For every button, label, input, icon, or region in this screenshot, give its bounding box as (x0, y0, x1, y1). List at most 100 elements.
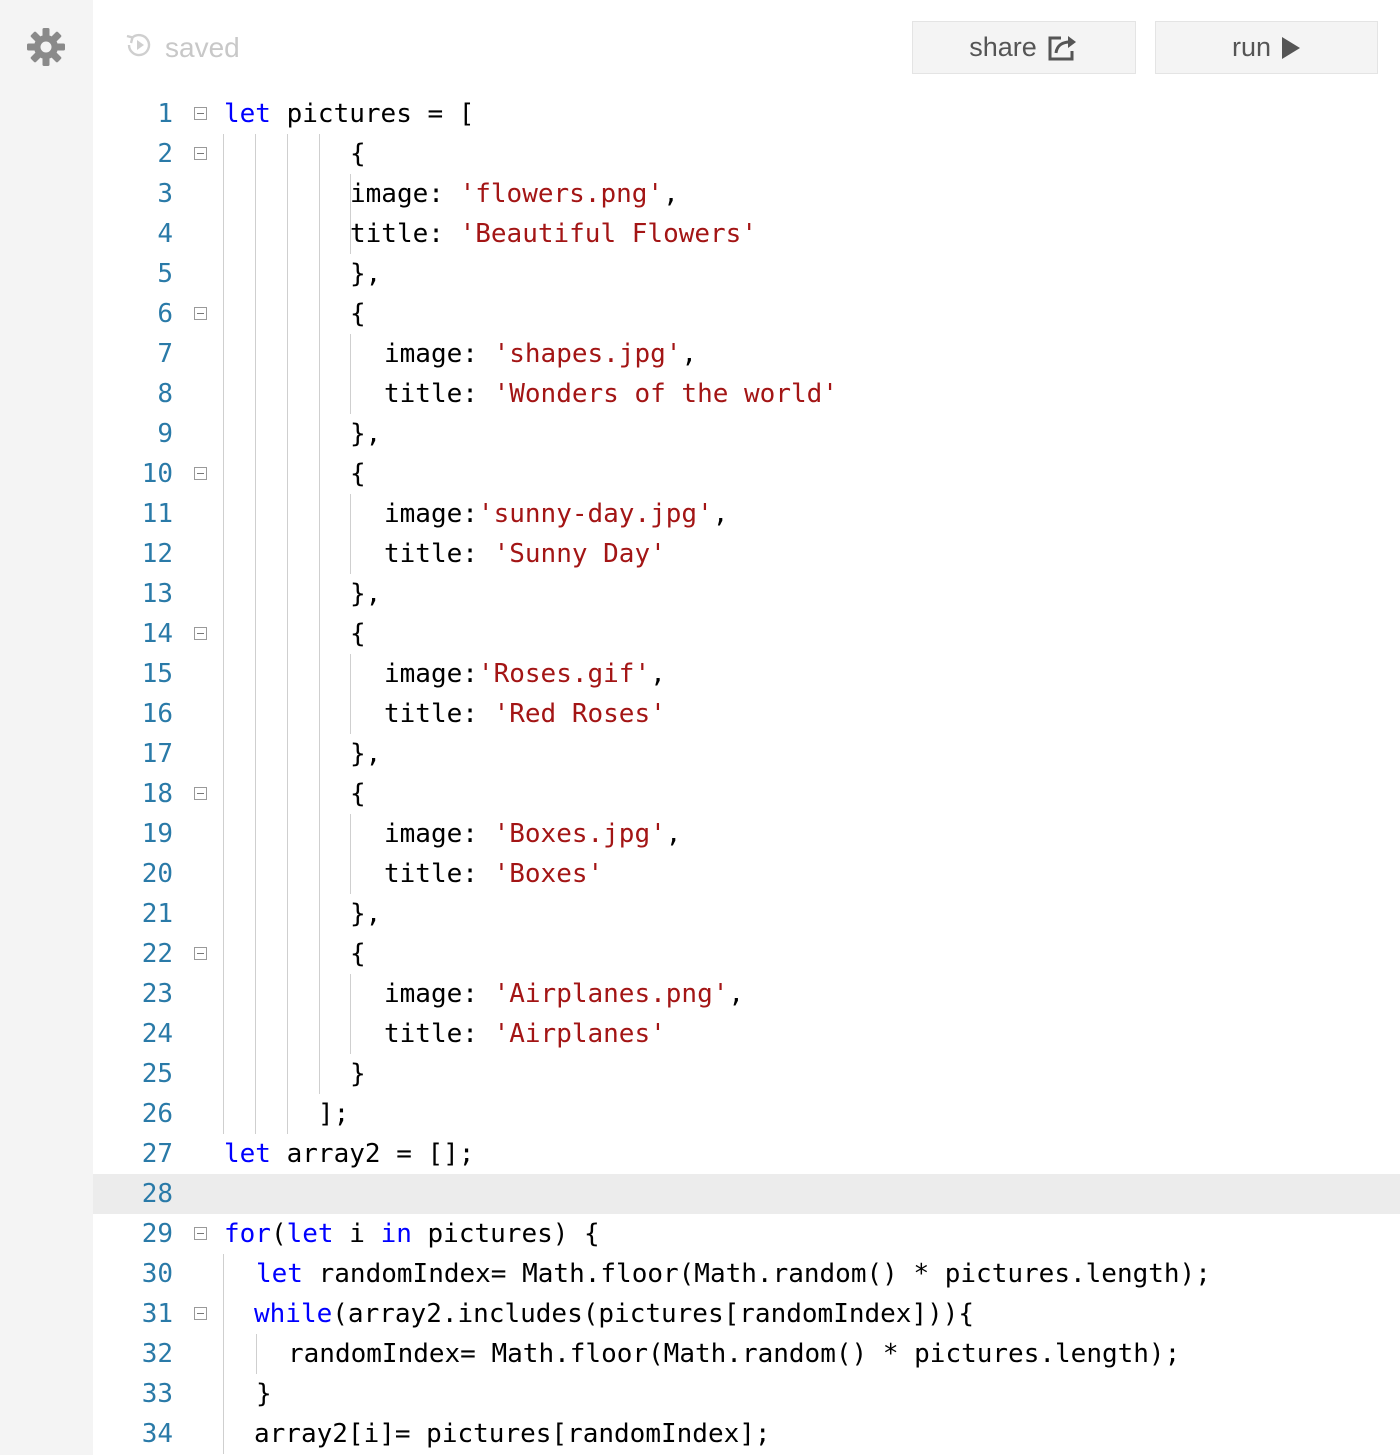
fold-toggle-icon[interactable] (194, 467, 207, 480)
toolbar: saved share run (93, 0, 1400, 96)
gear-icon[interactable] (26, 27, 66, 67)
fold-toggle-icon[interactable] (194, 1307, 207, 1320)
string-token: 'Boxes.jpg' (493, 819, 666, 849)
code-token: (array2.includes(pictures[randomIndex]))… (332, 1299, 975, 1329)
string-token: 'Wonders of the world' (493, 379, 838, 409)
code-token: title: (384, 539, 494, 569)
code-token: { (350, 139, 366, 169)
string-token: 'sunny-day.jpg' (477, 499, 713, 529)
code-line[interactable]: 5}, (93, 254, 1400, 294)
code-line[interactable]: 18{ (93, 774, 1400, 814)
fold-toggle-icon[interactable] (194, 147, 207, 160)
run-button-label: run (1231, 32, 1272, 62)
string-token: 'flowers.png' (459, 179, 664, 209)
line-number: 19 (141, 819, 173, 849)
code-line[interactable]: 28 (93, 1174, 1400, 1214)
line-number: 6 (157, 299, 173, 329)
run-button[interactable]: run (1155, 21, 1378, 74)
fold-toggle-icon[interactable] (194, 1227, 207, 1240)
fold-toggle-icon[interactable] (194, 107, 207, 120)
code-line[interactable]: 1 let pictures = [ (93, 94, 1400, 134)
indent-guide (256, 1334, 257, 1374)
code-line[interactable]: 19 image: 'Boxes.jpg', (93, 814, 1400, 854)
line-number: 7 (157, 339, 173, 369)
code-line[interactable]: 2{ (93, 134, 1400, 174)
code-text: { (350, 774, 366, 814)
code-line[interactable]: 14{ (93, 614, 1400, 654)
code-token: { (350, 299, 366, 329)
code-line[interactable]: 17}, (93, 734, 1400, 774)
indent-guide (350, 174, 351, 254)
code-text: while(array2.includes(pictures[randomInd… (254, 1294, 974, 1334)
code-line[interactable]: 26]; (93, 1094, 1400, 1134)
line-number: 25 (141, 1059, 173, 1089)
indent-guide (255, 134, 256, 1134)
code-line[interactable]: 22{ (93, 934, 1400, 974)
keyword-token: let (256, 1259, 303, 1289)
code-token: image: (384, 659, 478, 689)
code-token: image: (384, 819, 494, 849)
fold-toggle-icon[interactable] (194, 947, 207, 960)
indent-guide (350, 494, 351, 574)
code-text: array2[i]= pictures[randomIndex]; (254, 1414, 771, 1454)
line-number: 1 (157, 99, 173, 129)
code-text: for(let i in pictures) { (224, 1214, 600, 1254)
code-line[interactable]: 33} (93, 1374, 1400, 1414)
code-line[interactable]: 21}, (93, 894, 1400, 934)
keyword-token: let (224, 99, 271, 129)
code-line[interactable]: 25} (93, 1054, 1400, 1094)
code-token: }, (350, 899, 382, 929)
code-text: }, (350, 894, 381, 934)
line-number: 17 (141, 739, 173, 769)
code-line[interactable]: 6{ (93, 294, 1400, 334)
code-token: { (350, 939, 366, 969)
line-number: 26 (141, 1099, 173, 1129)
code-token: } (256, 1379, 272, 1409)
indent-guide (287, 134, 288, 1134)
code-line[interactable]: 10{ (93, 454, 1400, 494)
code-line[interactable]: 9}, (93, 414, 1400, 454)
code-text: let pictures = [ (224, 94, 474, 134)
code-text: image: 'Boxes.jpg', (384, 814, 681, 854)
line-number: 21 (141, 899, 173, 929)
fold-toggle-icon[interactable] (194, 787, 207, 800)
code-token: , (663, 179, 679, 209)
share-button[interactable]: share (912, 21, 1136, 74)
line-number: 8 (157, 379, 173, 409)
code-line[interactable]: 13}, (93, 574, 1400, 614)
code-token: { (350, 779, 366, 809)
code-token: ]; (318, 1099, 350, 1129)
string-token: 'Red Roses' (493, 699, 666, 729)
code-token: pictures) { (411, 1219, 600, 1249)
code-token: , (665, 819, 682, 849)
line-number: 9 (157, 419, 173, 449)
fold-toggle-icon[interactable] (194, 307, 207, 320)
fold-toggle-icon[interactable] (194, 627, 207, 640)
code-text: }, (350, 414, 381, 454)
history-icon (123, 29, 155, 68)
code-text: title: 'Boxes' (384, 854, 603, 894)
code-token: title: (384, 859, 494, 889)
code-token: , (728, 979, 745, 1009)
code-token: title: (384, 1019, 494, 1049)
string-token: 'Beautiful Flowers' (459, 219, 757, 249)
code-token: randomIndex= Math.floor(Math.random() * … (288, 1339, 1181, 1369)
